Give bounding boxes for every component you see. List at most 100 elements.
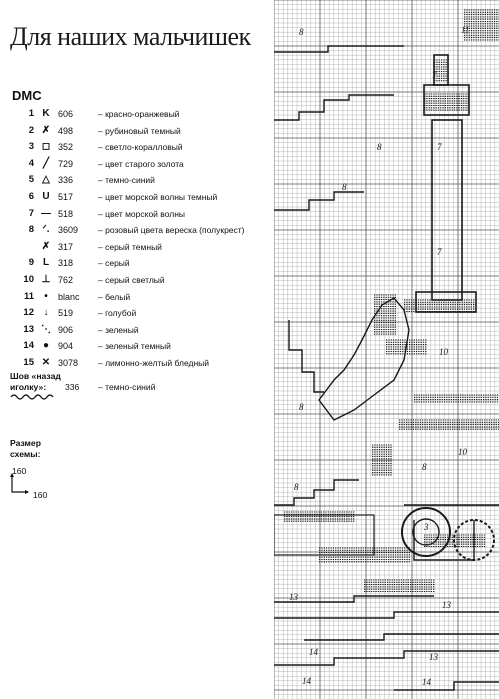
backstitch-note: Шов «назад иголку»: 336 – темно-синий	[10, 371, 275, 400]
legend-row: 10⊥762– серый светлый	[10, 272, 275, 289]
legend-color-name: – белый	[98, 291, 131, 302]
chart-building	[318, 297, 410, 421]
legend-dmc-code: 317	[58, 241, 74, 252]
legend-number: 8	[28, 224, 34, 236]
legend-number: 14	[23, 340, 34, 352]
chart-outline	[274, 595, 434, 603]
chart-wheel-outer	[401, 507, 451, 557]
chart-region-number: 8	[377, 142, 382, 152]
chart-bottom-block	[274, 514, 375, 556]
chart-stitch-patch	[404, 299, 475, 313]
legend-symbol-icon: ⋱	[41, 323, 51, 335]
chart-stitch-patch	[424, 93, 469, 111]
legend-number: 2	[28, 124, 34, 136]
legend-symbol-icon: ✕	[41, 356, 51, 368]
legend-row: 14●904– зеленый темный	[10, 338, 275, 355]
size-height: 160	[12, 466, 27, 476]
legend-dmc-code: 519	[58, 308, 74, 319]
legend-color-name: – темно-синий	[98, 175, 155, 186]
chart-tower-spire	[433, 54, 449, 86]
legend-number: 1	[28, 108, 34, 119]
legend-header: DMC	[12, 88, 42, 103]
chart-outline	[274, 191, 364, 211]
chart-stitch-patch	[364, 579, 435, 593]
legend-dmc-code: 318	[58, 258, 74, 269]
chart-region-number: 13	[429, 652, 439, 662]
legend-dmc-code: 336	[58, 175, 74, 186]
size-label-1: Размер	[10, 438, 41, 448]
size-label-2: схемы:	[10, 448, 41, 459]
chart-region-number: 8	[422, 462, 427, 472]
legend-dmc-code: 762	[58, 274, 74, 285]
chart-tower-body	[431, 119, 463, 301]
chart-stitch-patch	[399, 419, 499, 430]
legend-dmc-code: 352	[58, 142, 74, 153]
legend-symbol-icon: ᐟ.	[42, 224, 50, 236]
legend-color-name: – серый	[98, 258, 130, 269]
chart-grid-minor	[274, 0, 499, 699]
legend-number: 7	[28, 207, 34, 219]
legend-dmc-code: 729	[58, 158, 74, 169]
chart-region-number: 3	[423, 522, 429, 532]
chart-region-number: 8	[342, 182, 347, 192]
legend-row: 4╱729– цвет старого золота	[10, 156, 275, 173]
legend-symbol-icon: U	[42, 190, 50, 202]
legend-color-name: – рубиновый темный	[98, 125, 181, 136]
chart-stitch-patch	[386, 339, 427, 355]
chart-region-number: 11	[461, 25, 469, 35]
legend-number: 12	[23, 307, 34, 319]
legend-color-name: – серый темный	[98, 241, 162, 252]
legend-symbol-icon: •	[44, 290, 48, 302]
legend-color-name: – голубой	[98, 308, 137, 319]
size-width: 160	[33, 490, 48, 500]
legend-color-name: – цвет старого золота	[98, 158, 184, 169]
backstitch-label-1: Шов «назад	[10, 371, 61, 381]
legend-dmc-code: 3078	[58, 357, 79, 368]
chart-outline	[274, 650, 499, 666]
legend-color-name: – цвет морской волны темный	[98, 191, 218, 202]
legend-number: 11	[23, 290, 34, 302]
legend-number: 10	[23, 273, 34, 285]
chart-stitch-patch	[372, 444, 392, 476]
legend-dmc-code: 906	[58, 324, 74, 335]
legend-number: 13	[23, 323, 34, 335]
legend-number: 5	[28, 174, 34, 186]
backstitch-wave-icon	[10, 394, 54, 400]
legend-dmc-code: 904	[58, 341, 74, 352]
chart-outline	[274, 94, 394, 121]
legend-dmc-code: 518	[58, 208, 74, 219]
legend-symbol-icon: ●	[42, 340, 50, 352]
legend-row: 12↓519– голубой	[10, 305, 275, 322]
legend-row: 13 ⋱ 906 – зеленый	[10, 322, 275, 339]
legend-row: 3◻352– светло-коралловый	[10, 139, 275, 156]
chart-region-number: 10	[439, 347, 449, 357]
legend-number: 6	[28, 190, 34, 202]
chart-wheel-inner	[412, 518, 440, 546]
chart-outline	[274, 479, 359, 506]
legend-row: 5△336– темно-синий	[10, 172, 275, 189]
chart-region-number: 13	[289, 592, 299, 602]
chart-wheel-dotted	[453, 519, 495, 561]
legend-color-name: – зеленый	[98, 324, 139, 335]
legend-dmc-code: 517	[58, 191, 74, 202]
chart-region-number: 8	[294, 482, 299, 492]
legend-color-name: – цвет морской волны	[98, 208, 186, 219]
legend-symbol-icon: ✗	[41, 124, 51, 136]
legend-dmc-code: 606	[58, 109, 74, 119]
chart-region-number: 14	[309, 647, 319, 657]
chart-stitch-patch	[374, 294, 396, 335]
legend-row: ✗317– серый темный	[10, 239, 275, 256]
legend-row: 7—518– цвет морской волны	[10, 206, 275, 223]
page-title: Для наших мальчишек	[10, 22, 251, 51]
legend-number: 15	[23, 356, 34, 368]
chart-stitch-patch	[414, 394, 499, 403]
chart-region-number: 7	[437, 142, 442, 152]
legend-dmc-code: 498	[58, 125, 74, 136]
chart-region-number: 10	[458, 447, 468, 457]
chart-outline	[413, 520, 475, 561]
legend-symbol-icon: ◻	[41, 141, 51, 153]
